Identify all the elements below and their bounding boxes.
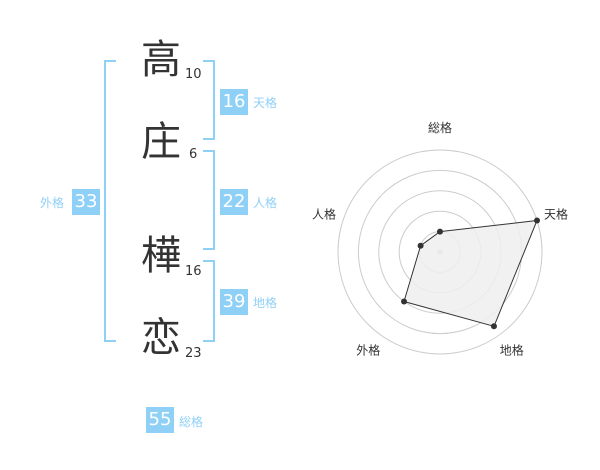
name-char-1: 高: [141, 37, 181, 83]
radar-point-2: [534, 217, 541, 224]
radar-axis-label-5: 人格: [312, 206, 336, 221]
radar-axis-label-3: 地格: [500, 343, 524, 358]
radar-area: [403, 219, 538, 327]
radar-point-4: [401, 298, 408, 305]
jinkaku-label: 人格: [253, 196, 278, 210]
gaikaku-value: 33: [72, 189, 100, 215]
radar-axis-label-4: 外格: [356, 343, 380, 358]
jinkaku-bracket: [203, 150, 215, 250]
radar-points: [401, 217, 541, 330]
stroke-count-2: 6: [189, 147, 198, 162]
radar-ring: [337, 149, 543, 355]
gaikaku-bracket: [104, 60, 116, 342]
radar-axis-label-2: 天格: [544, 206, 568, 221]
soukaku-label: 総格: [179, 415, 204, 429]
name-char-4: 恋: [141, 315, 181, 361]
chikaku-value: 39: [220, 289, 248, 315]
radar-axis-label-1: 総格: [428, 120, 452, 135]
name-char-3: 樺: [141, 233, 181, 279]
name-char-2: 庄: [141, 119, 181, 165]
chikaku-label: 地格: [253, 296, 278, 310]
tenkaku-label: 天格: [253, 96, 278, 110]
gaikaku-label: 外格: [40, 196, 65, 210]
soukaku-value: 55: [146, 407, 174, 433]
radar-point-3: [490, 323, 497, 330]
tenkaku-value: 16: [220, 89, 248, 115]
radar-point-1: [437, 228, 443, 235]
chikaku-bracket: [203, 260, 215, 342]
tenkaku-bracket: [203, 60, 215, 140]
stroke-count-3: 16: [185, 264, 202, 279]
stroke-count-4: 23: [185, 346, 202, 361]
stroke-count-1: 10: [185, 67, 202, 82]
radar-point-5: [417, 242, 424, 249]
jinkaku-value: 22: [220, 189, 248, 215]
